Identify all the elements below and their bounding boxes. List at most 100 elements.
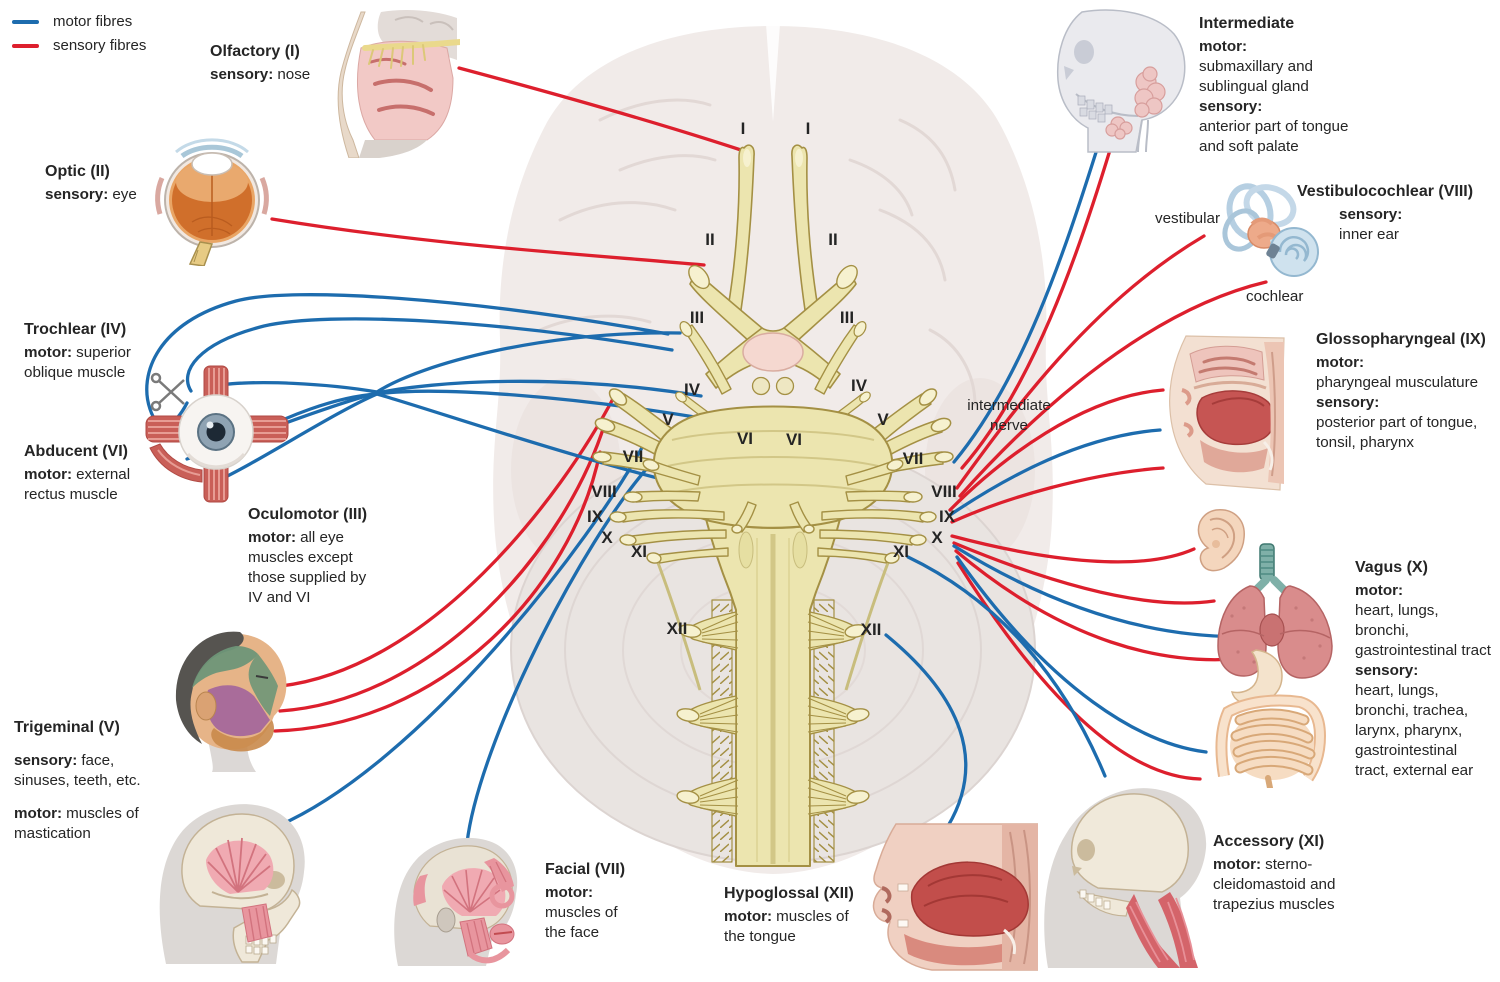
glint [206,421,214,429]
vagus-label: Vagus (X) motor: heart, lungs, bronchi, … [1355,558,1495,781]
intermediate-nerve-pointer-label: intermediate nerve [967,397,1051,434]
numeral-left-VI: VI [736,429,754,448]
motor-fibre-swatch [12,20,39,24]
stomach [1230,649,1283,705]
lungs-trachea-illustration [1217,543,1333,679]
mastication-skull-illustration [159,804,305,964]
fibre-intermediate-m [952,144,1100,464]
frontalis [484,858,514,892]
fibre-abducent [257,392,739,499]
fibre-hypoglossal-m [884,633,968,828]
legend-motor-row: motor fibres [12,10,146,34]
fibre-trigeminal-s1 [279,393,617,688]
trochlear-title: Trochlear (IV) [24,321,127,338]
temporalis [442,868,506,916]
sensory-fibre-swatch [12,44,39,48]
rectum-stub [1265,775,1273,788]
nerve-stub [1266,243,1280,259]
glossopharyngeal-stub-left [621,509,725,523]
facial-stub-left [648,460,701,486]
root-fibre-fans [699,613,847,815]
nose-sagittal-illustration [337,10,460,158]
medial-fissure [766,24,780,122]
fibre-cochlear [958,280,1268,498]
numeral-left-VII: VII [622,447,644,466]
facial-muscles-illustration [394,837,518,966]
fibre-facial-m [465,464,651,845]
optic-title: Optic (II) [45,163,110,180]
olfactory-fibres [362,39,460,69]
trochlear-label: Trochlear (IV) motor:superior oblique mu… [24,320,156,383]
fibre-vagus-ear [950,534,1196,564]
trigeminal-title: Trigeminal (V) [14,719,120,736]
mammillary-right [775,376,795,396]
root-trumpets [676,611,870,817]
numeral-left-IV: IV [683,380,701,399]
lips [881,886,892,924]
facial-title: Facial (VII) [545,861,626,878]
ophthalmic-nose-strip [248,654,278,716]
optic-nerve-stalk [188,241,214,266]
vestibulocochlear-label: Vestibulocochlear (VIII) sensory: inner … [1297,182,1487,245]
numeral-left-II: II [705,230,715,249]
hypoglossal-title: Hypoglossal (XII) [724,885,854,902]
cranium [1070,793,1189,893]
optic-cut-end-left [688,264,710,290]
gi-tract-illustration [1215,649,1327,788]
vagus-stub-left [631,529,727,546]
numeral-right-VI: VI [785,430,803,449]
accessory-stub-left [657,547,729,564]
intermediate-title: Intermediate [1199,15,1295,32]
eye-socket [1074,40,1094,64]
face-sensory-zones-illustration [175,631,287,772]
accessory-spinal-root-left [655,559,702,691]
mouth-floor [1200,440,1268,473]
abducent-title: Abducent (VI) [24,443,128,460]
legend-sensory-row: sensory fibres [12,34,146,58]
glossopharyngeal-title: Glossopharyngeal (IX) [1316,331,1486,348]
scissors-icon [150,372,185,412]
numeral-left-I: I [740,119,746,138]
mouth-floor [904,934,1002,966]
fibre-vagus-s1 [952,541,1216,605]
legend-sensory-label: sensory fibres [53,37,147,54]
fibre-optic-sensory [270,217,706,267]
fibre-intermediate-s [960,148,1112,470]
teeth [897,883,909,928]
fibre-olfactory-sensory [457,66,746,153]
abducent-stub-right [789,501,813,533]
neck-muscles-illustration [1044,788,1207,968]
facial-stub-right [845,460,898,486]
accessory-label: Accessory (XI) motor:sterno-cleidomastoi… [1213,832,1391,915]
glossopharyngeal-label: Glossopharyngeal (IX) motor: pharyngeal … [1316,330,1496,453]
olfactory-label: Olfactory (I) sensory:nose [210,42,370,85]
trochlear-cut-left [675,391,687,403]
nasal [1072,866,1082,876]
numeral-right-X: X [931,528,943,547]
numeral-right-XI: XI [892,542,910,561]
fibre-oculomotor-a [211,331,682,394]
epiglottis [1003,928,1016,955]
palate-region [359,140,427,158]
small-intestine-coils [1230,708,1316,776]
face-profile-edge [337,11,366,158]
fibre-eye-loop2 [185,317,674,393]
palate [1193,380,1267,390]
olive-right [792,531,808,569]
trigeminal-label: Trigeminal (V) sensory:face, sinuses, te… [14,718,166,844]
nasal-notch [1064,66,1074,80]
cornea [180,144,244,159]
vestibulocochlear-title: Vestibulocochlear (VIII) [1297,183,1474,200]
external-ear-illustration [1197,509,1245,572]
cochlear-branch-label: cochlear [1246,288,1304,305]
vestibulocochlear-stub-right [845,490,911,503]
lips [1181,388,1194,438]
right-lung [1277,585,1333,679]
fibre-glossopharyngeal-s1 [948,388,1165,512]
nasal-cavity [1189,345,1265,383]
fibre-trigeminal-m [276,440,647,828]
fibre-oculomotor-c [213,389,715,484]
sensory-fibre-lines [270,66,1268,781]
maxillary-zone [206,685,270,737]
